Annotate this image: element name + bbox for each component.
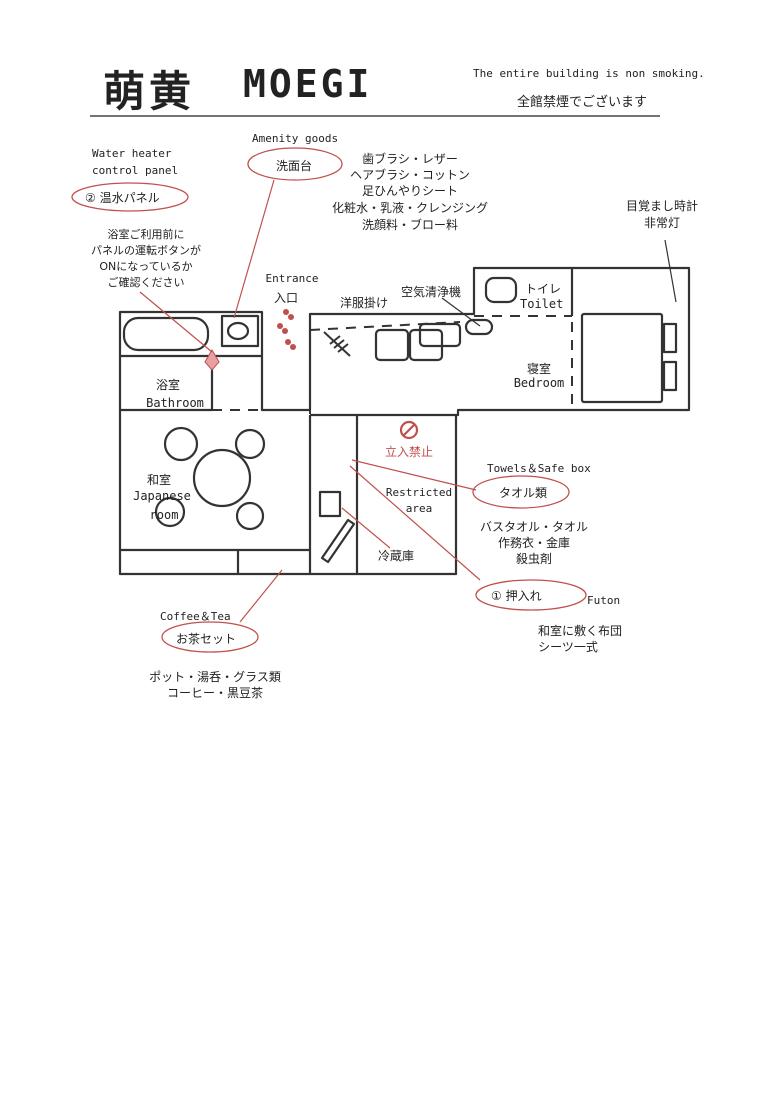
- futon-label-en: Futon: [587, 594, 621, 607]
- nosmoking-notice-en: The entire building is non smoking.: [473, 67, 705, 80]
- bathtub: [122, 316, 210, 352]
- zabuton-4: [235, 501, 265, 531]
- futon-label-jp: ① 押入れ: [491, 589, 542, 603]
- japanese-room-label-en-2: room: [149, 508, 179, 522]
- zabuton-2: [234, 428, 266, 460]
- towels-item-2: 作務衣・金庫: [497, 536, 571, 550]
- restricted-label-jp: 立入禁止: [384, 445, 434, 459]
- amenity-item-5: 洗顔料・ブロー料: [361, 218, 459, 232]
- water-heater-label-en-2: control panel: [92, 164, 179, 177]
- alarm-clock-label: 目覚まし時計: [625, 199, 699, 213]
- futon-item-1: 和室に敷く布団: [537, 624, 623, 638]
- callout-futon: [475, 579, 587, 611]
- cushion-1: [374, 328, 410, 362]
- toilet-bowl: [484, 276, 518, 304]
- hanger: [323, 331, 351, 357]
- restricted-label-en-1: Restricted: [385, 486, 453, 499]
- sink-counter: [220, 314, 260, 348]
- water-heater-note-3: ONになっているか: [99, 260, 193, 273]
- bathroom-label-en: Bathroom: [146, 396, 204, 410]
- air-cleaner-label: 空気清浄機: [401, 285, 462, 299]
- zabuton-1: [163, 426, 199, 462]
- amenity-label-jp: 洗面台: [276, 159, 313, 173]
- water-heater-note-1: 浴室ご利用前に: [107, 228, 185, 241]
- fridge-label: 冷蔵庫: [378, 549, 415, 563]
- air-cleaner: [464, 318, 494, 336]
- bedroom-label-en: Bedroom: [513, 376, 565, 390]
- sink-basin: [226, 321, 250, 341]
- callout-amenity: [247, 147, 343, 181]
- bed: [580, 312, 664, 404]
- towels-item-3: 殺虫剤: [515, 552, 553, 566]
- water-heater-note-2: パネルの運転ボタンが: [91, 244, 201, 257]
- amenity-item-2: ヘアブラシ・コットン: [350, 168, 470, 182]
- no-entry-icon: [399, 420, 419, 440]
- towels-label-en: Towels＆Safe box: [487, 462, 591, 475]
- toilet-label-jp: トイレ: [525, 282, 562, 296]
- coffee-label-en: Coffee＆Tea: [160, 610, 231, 623]
- callout-coffee: [161, 621, 259, 653]
- coffee-item-2: コーヒー・黒豆茶: [166, 686, 264, 700]
- water-heater-marker: [204, 349, 220, 371]
- cushion-3: [418, 322, 462, 348]
- nightstand-1: [662, 322, 678, 354]
- callout-water-heater: [71, 182, 189, 212]
- water-heater-note-4: ご確認ください: [107, 276, 185, 289]
- title-japanese: 萌黄: [103, 67, 196, 116]
- entrance-label-en: Entrance: [265, 272, 319, 285]
- futon-item-2: シーツ一式: [538, 640, 598, 654]
- zabuton-3: [154, 496, 186, 528]
- water-heater-label-jp: ② 温水パネル: [85, 191, 160, 205]
- hanger-label: 洋服掛け: [340, 296, 389, 310]
- coffee-label-jp: お茶セット: [176, 632, 237, 646]
- nightstand-2: [662, 360, 678, 392]
- restricted-label-en-2: area: [405, 502, 433, 515]
- japanese-room-label-jp: 和室: [146, 473, 172, 487]
- nosmoking-notice-jp: 全館禁煙でございます: [517, 95, 648, 110]
- fridge: [318, 490, 342, 518]
- toilet-label-en: Toilet: [520, 297, 564, 311]
- amenity-item-4: 化粧水・乳液・クレンジング: [331, 201, 489, 215]
- water-heater-label-en-1: Water heater: [92, 147, 172, 160]
- footprints: [277, 309, 296, 350]
- towels-item-1: バスタオル・タオル: [479, 520, 589, 534]
- coffee-item-1: ポット・湯呑・グラス類: [149, 670, 281, 684]
- outer-walls: [118, 266, 691, 576]
- bedroom-label-jp: 寝室: [526, 362, 552, 376]
- callout-towels: [472, 475, 570, 509]
- towels-label-jp: タオル類: [499, 486, 548, 500]
- amenity-label-en: Amenity goods: [252, 132, 339, 145]
- counter-shelf: [320, 518, 356, 564]
- amenity-item-3: 足ひんやりシート: [361, 184, 459, 198]
- bathroom-label-jp: 浴室: [155, 378, 181, 392]
- low-table: [192, 448, 252, 508]
- amenity-item-1: 歯ブラシ・レザー: [362, 152, 458, 166]
- title-english: MOEGI: [243, 62, 373, 106]
- japanese-room-label-en-1: Japanese: [133, 489, 191, 503]
- entrance-label-jp: 入口: [273, 291, 299, 305]
- emergency-light-label: 非常灯: [643, 216, 681, 230]
